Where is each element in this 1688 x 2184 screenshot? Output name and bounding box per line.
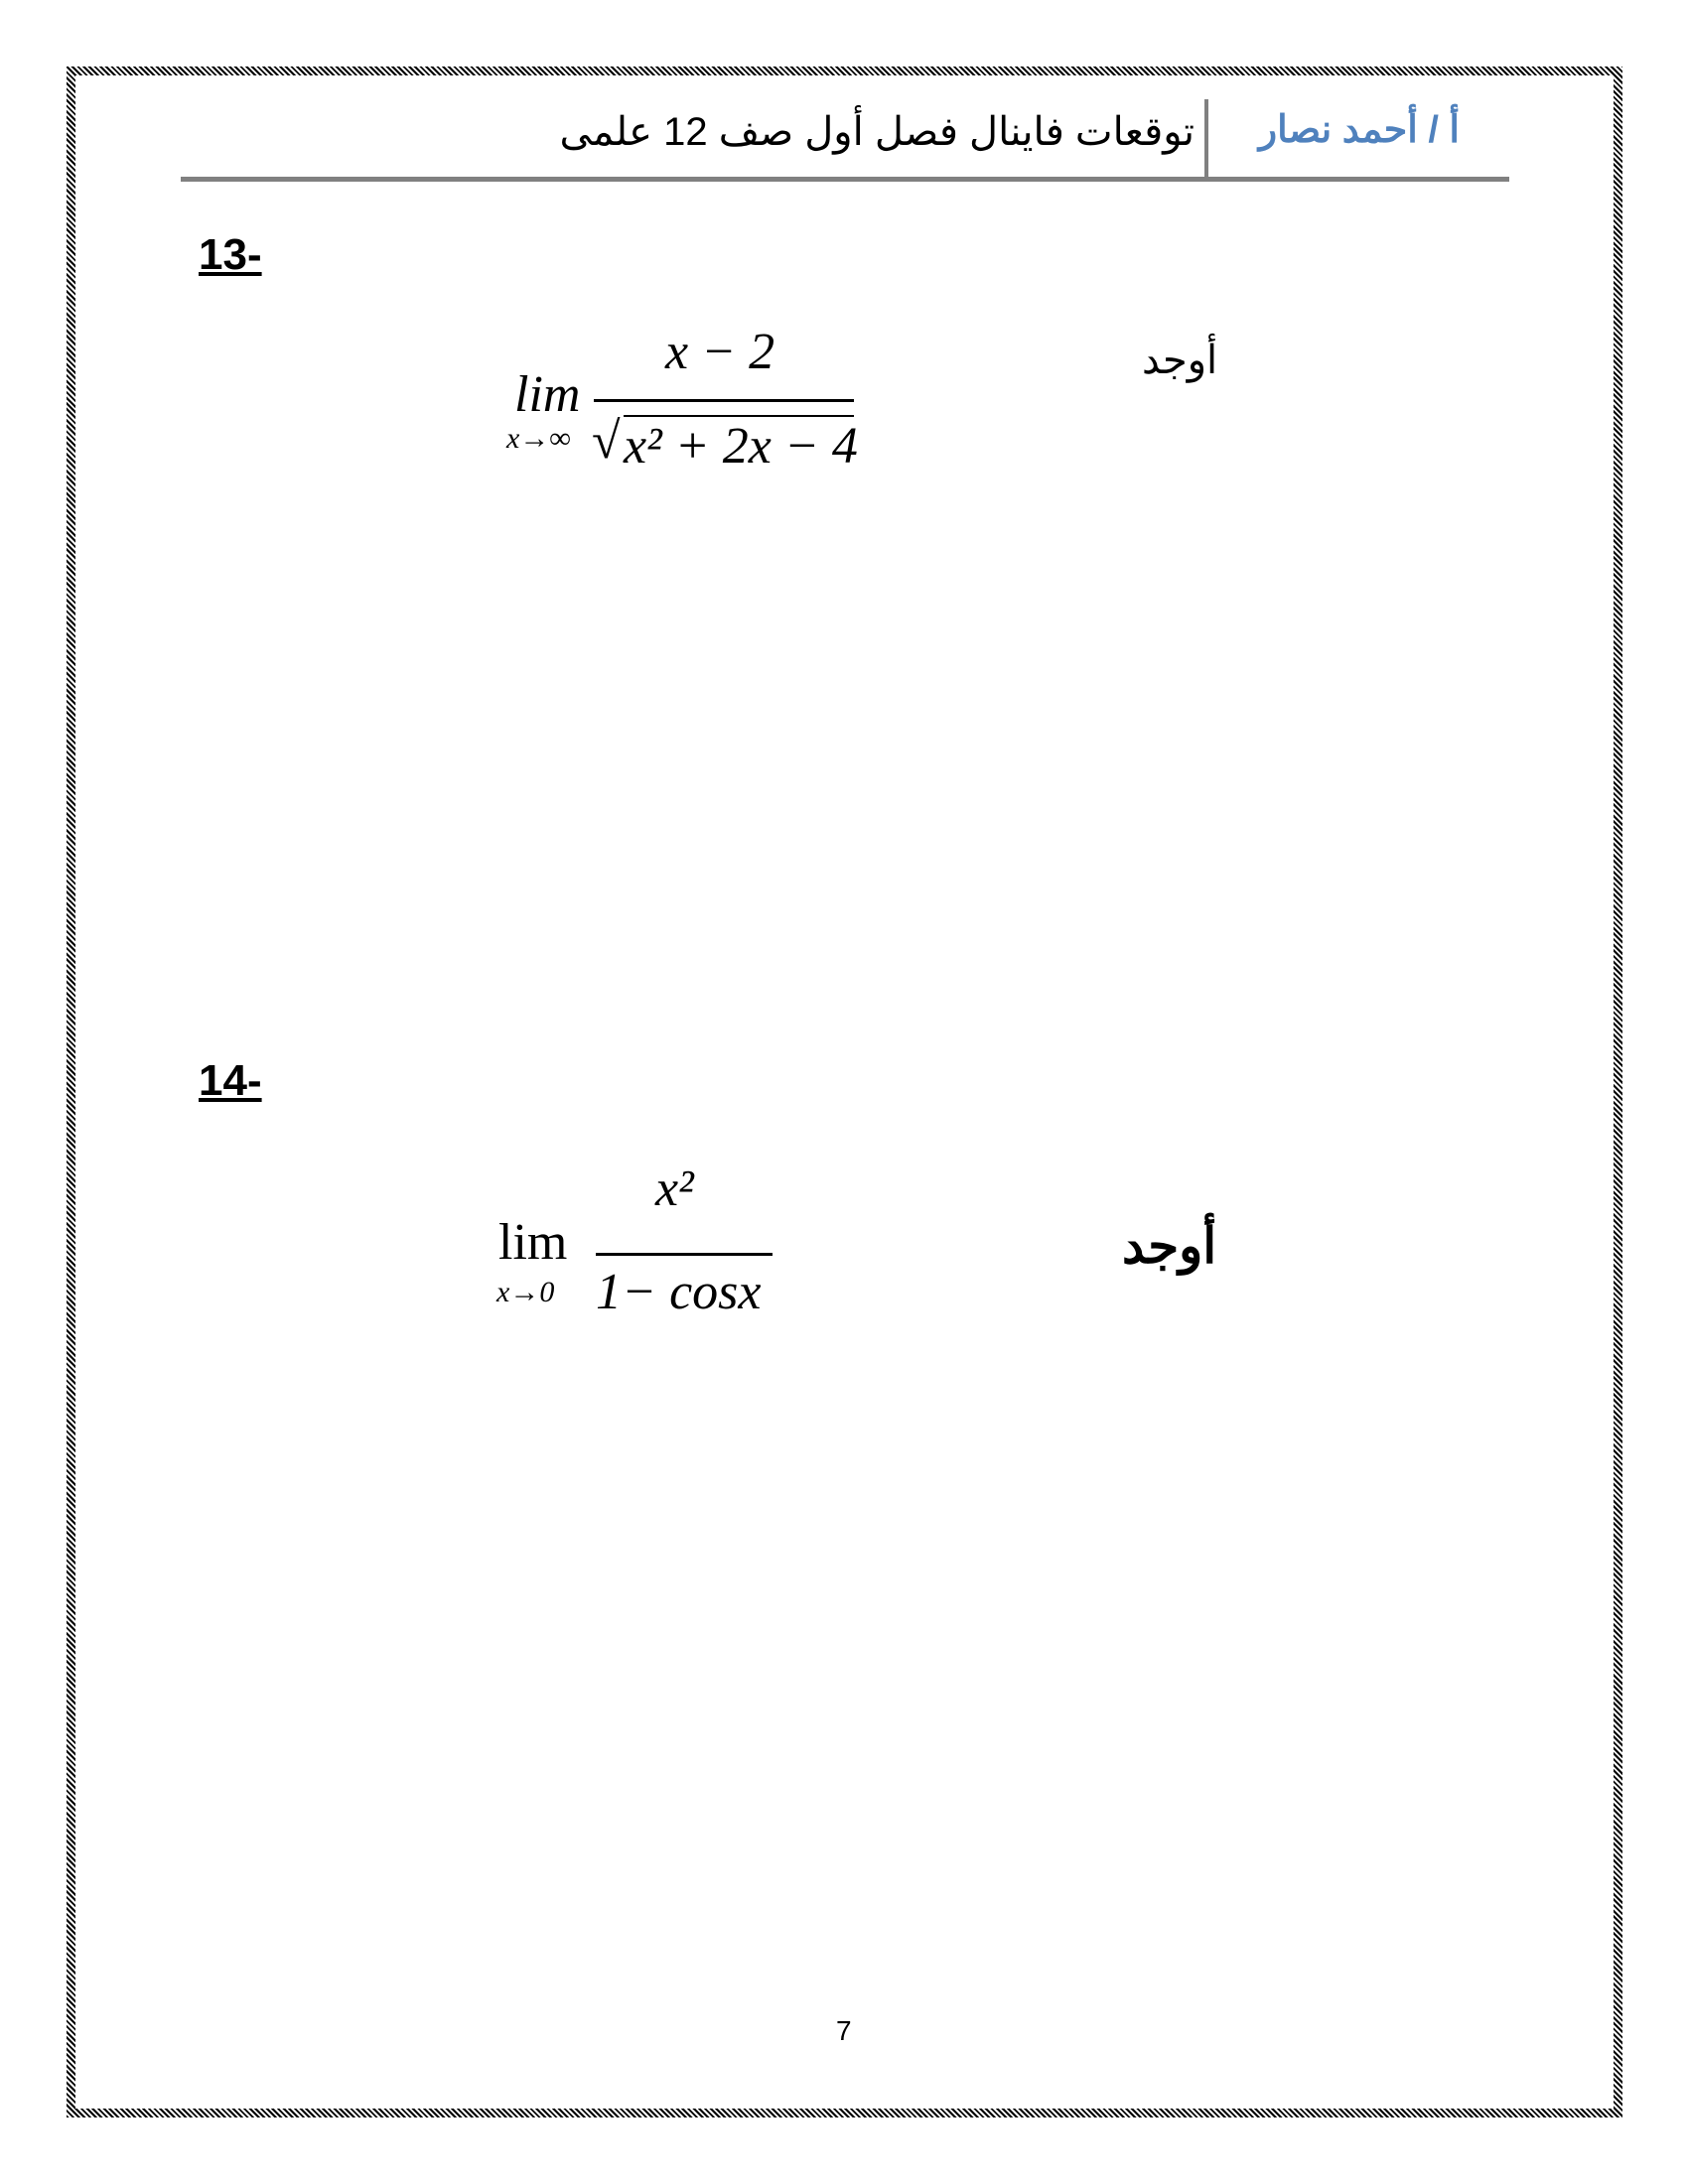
question-number-13: 13-: [199, 230, 262, 279]
lim-label: lim: [498, 1214, 568, 1271]
page-border: [67, 67, 1622, 2117]
numerator: x − 2: [665, 324, 775, 380]
header-author: أ / أحمد نصار: [1258, 109, 1460, 151]
radical-sign: √: [592, 413, 621, 470]
header-separator: [1204, 99, 1208, 181]
fraction-bar: [596, 1253, 773, 1256]
header-title: توقعات فاينال فصل أول صف 12 علمى: [559, 110, 1195, 154]
header-rule: [181, 177, 1509, 182]
question-number-14: 14-: [199, 1056, 262, 1105]
lim-subscript: x→0: [496, 1276, 555, 1308]
question-14-instruction: أوجد: [1122, 1216, 1217, 1275]
denominator: 1− cosx: [596, 1264, 762, 1320]
question-13-instruction: أوجد: [1142, 338, 1218, 383]
numerator: x²: [655, 1160, 694, 1217]
page-number: 7: [836, 2015, 852, 2046]
lim-label: lim: [514, 366, 581, 423]
radical-bar: [624, 415, 854, 417]
fraction-bar: [594, 399, 854, 402]
lim-subscript: x→∞: [506, 422, 571, 455]
denominator: x² + 2x − 4: [624, 418, 858, 475]
